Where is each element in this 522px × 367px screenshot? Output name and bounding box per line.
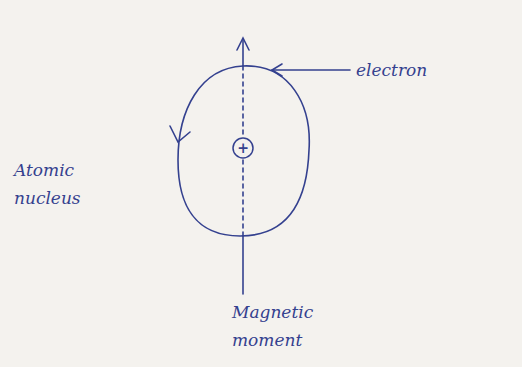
electron-leader <box>272 69 350 71</box>
moment-arrow-head <box>237 38 249 50</box>
moment-arrow-shaft <box>242 40 244 66</box>
orbit-direction-arrow <box>170 126 190 142</box>
axis-dashed <box>242 66 244 136</box>
axis-line <box>242 236 244 294</box>
moment-label: Magnetic moment <box>232 298 362 354</box>
electron-orbit <box>178 66 309 236</box>
nucleus-circle: + <box>232 137 254 159</box>
nucleus-charge: + <box>232 137 254 159</box>
nucleus-label: Atomic nucleus <box>14 156 94 212</box>
electron-label: electron <box>356 56 466 84</box>
axis-dashed <box>242 160 244 236</box>
electron-leader-head <box>272 64 282 76</box>
